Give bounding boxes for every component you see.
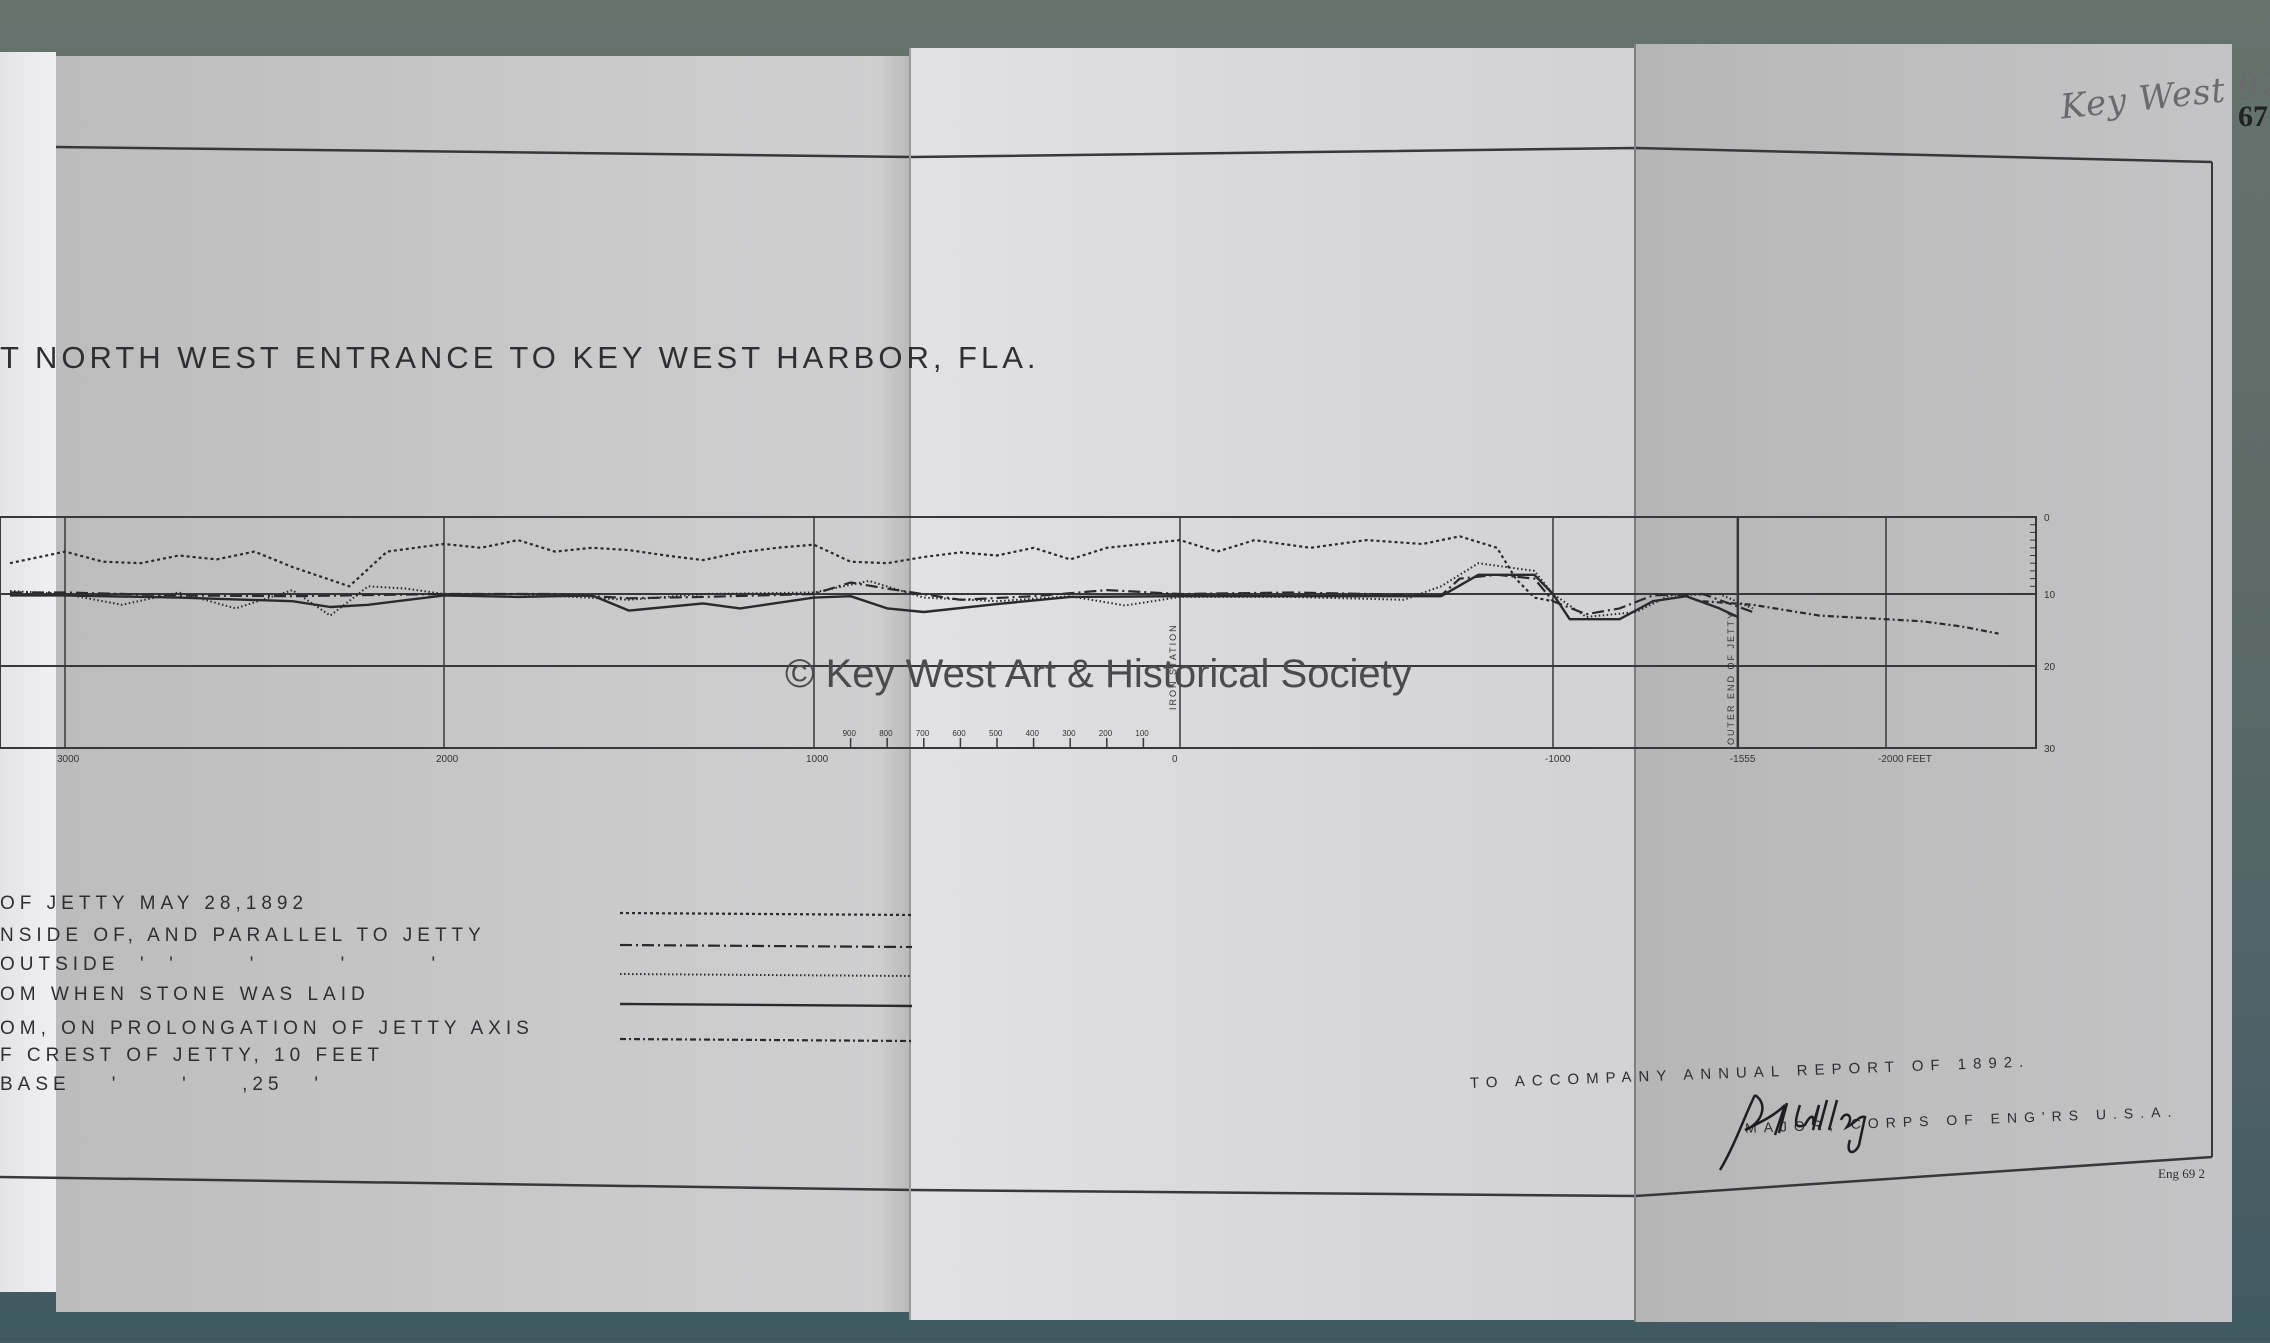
handwritten-signature — [1718, 1093, 1867, 1171]
x-tick-label: -1000 — [1545, 754, 1571, 765]
x-tick-label: 1000 — [806, 754, 829, 765]
x-minor-tick-label: 600 — [952, 729, 966, 738]
station-label: IRON STATION — [1168, 623, 1178, 710]
profile-series-line — [9, 562, 1754, 618]
x-tick-label: -2000 FEET — [1878, 754, 1932, 765]
x-minor-tick-label: 100 — [1135, 729, 1149, 738]
legend-label: NSIDE OF, AND PARALLEL TO JETTY — [0, 925, 486, 946]
right-page-panel — [1634, 44, 2232, 1322]
copyright-watermark: © Key West Art & Historical Society — [785, 652, 1412, 696]
x-minor-tick-label: 200 — [1099, 729, 1113, 738]
legend-label: OUTSIDE ' ' ' ' ' — [0, 954, 441, 975]
y-tick-label: 20 — [2044, 662, 2056, 673]
left-page-panel — [56, 56, 912, 1312]
chart-frame — [0, 516, 2037, 749]
x-minor-tick-label: 800 — [879, 729, 893, 738]
top-border-line — [55, 145, 2213, 164]
y-tick-label: 10 — [2044, 590, 2056, 601]
legend-line-sample — [619, 973, 913, 977]
folded-page-edge — [0, 52, 56, 1292]
x-minor-tick-label: 300 — [1062, 729, 1076, 738]
legend-label: BASE ' ' ,25 ' — [0, 1074, 324, 1095]
page-number: 67 — [2238, 100, 2268, 133]
x-minor-tick-label: 400 — [1026, 729, 1040, 738]
profile-series-line — [10, 573, 1739, 621]
plate-number: Eng 69 2 — [2158, 1166, 2205, 1181]
legend-line-sample — [619, 943, 913, 949]
x-minor-tick-label: 700 — [916, 729, 930, 738]
bottom-border-line — [0, 1155, 2213, 1198]
drawing-title: T NORTH WEST ENTRANCE TO KEY WEST HARBOR… — [0, 340, 1040, 375]
profile-series-line — [9, 535, 1554, 603]
x-tick-label: -1555 — [1730, 754, 1756, 765]
x-tick-label: 0 — [1172, 754, 1178, 765]
legend-label: OM, ON PROLONGATION OF JETTY AXIS — [0, 1018, 534, 1039]
legend-line-samples — [619, 911, 913, 1043]
legend-label: OF JETTY MAY 28,1892 — [0, 893, 309, 914]
legend-label: F CREST OF JETTY, 10 FEET — [0, 1045, 385, 1066]
legend-line-sample — [619, 1002, 913, 1008]
y-tick-label: 30 — [2044, 744, 2056, 755]
legend-label: OM WHEN STONE WAS LAID — [0, 984, 370, 1005]
x-tick-label: 2000 — [436, 754, 459, 765]
legend-line-sample — [619, 1037, 913, 1043]
x-minor-tick-label: 500 — [989, 729, 1003, 738]
x-minor-tick-label: 900 — [843, 729, 857, 738]
x-tick-label: 3000 — [57, 754, 80, 765]
profile-series-line — [1702, 600, 1999, 635]
y-tick-label: 0 — [2044, 513, 2050, 524]
legend-line-sample — [619, 911, 913, 917]
station-label: OUTER END OF JETTY — [1726, 611, 1736, 745]
middle-page-panel — [910, 48, 1636, 1320]
